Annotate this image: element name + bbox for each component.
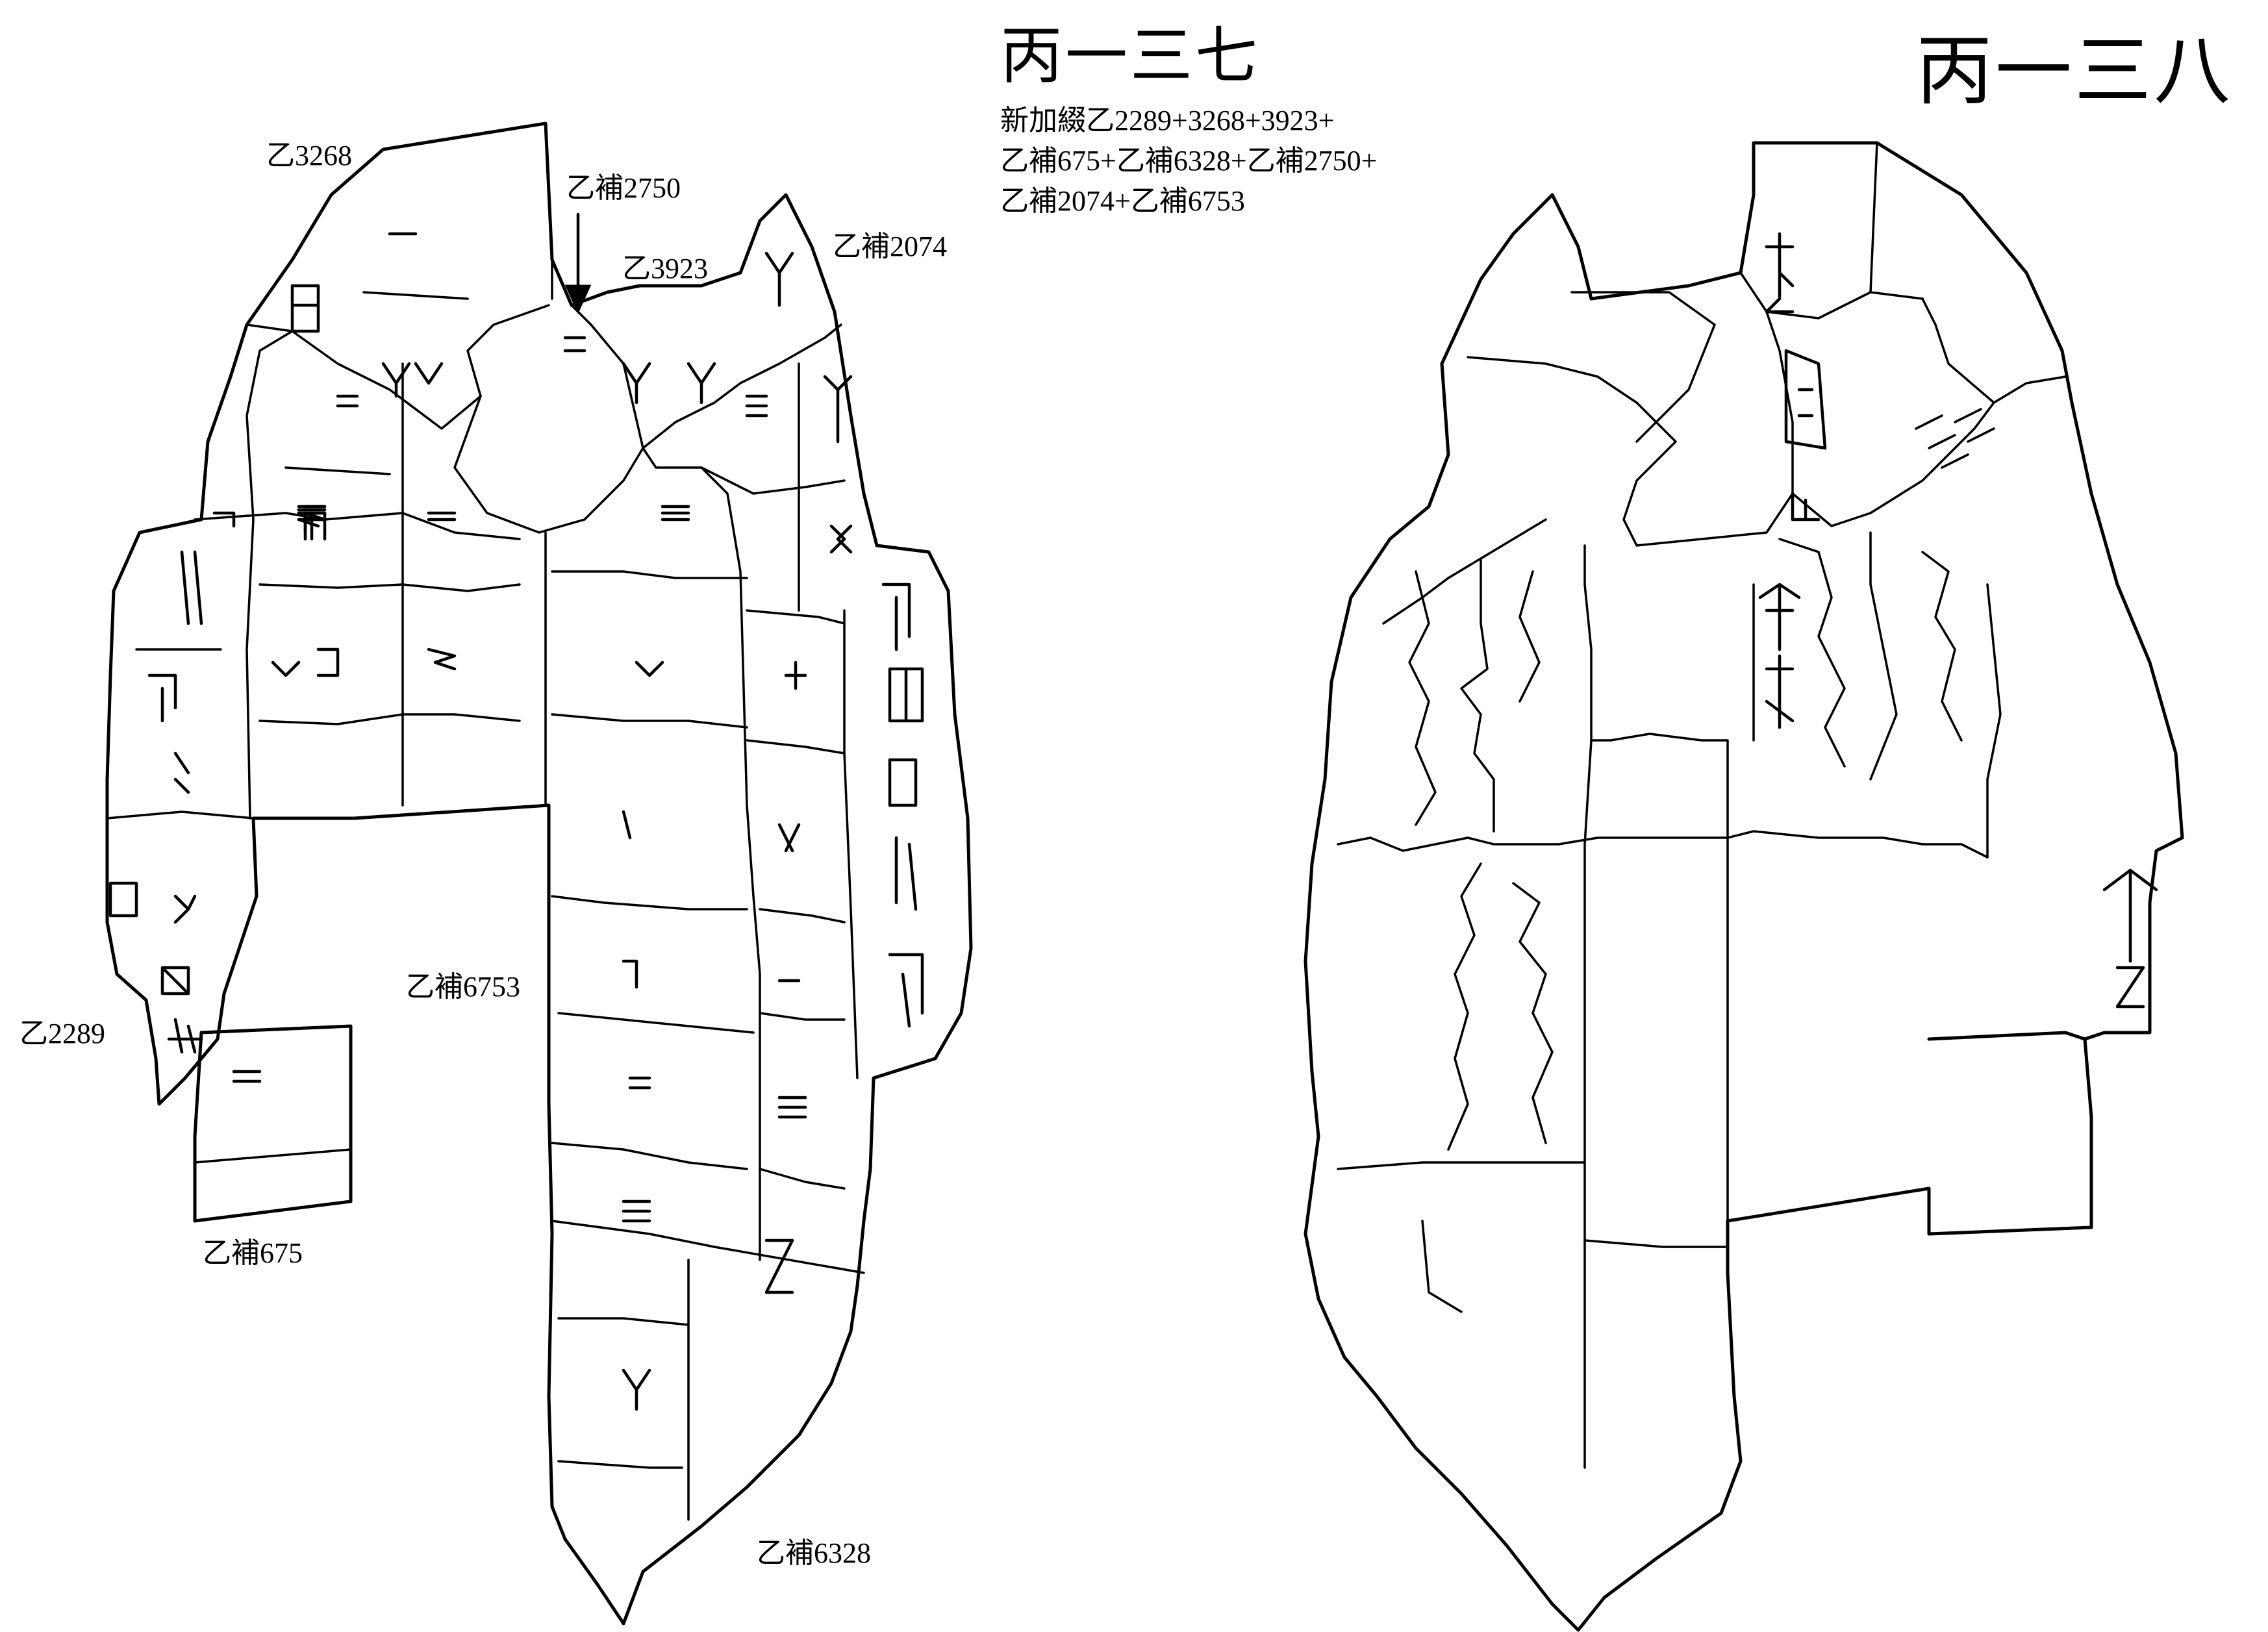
fragment-label-yb6328: 乙補6328 [757, 1537, 871, 1569]
fragment-label-y2289: 乙2289 [19, 1018, 105, 1049]
fragment-label-y3268: 乙3268 [266, 140, 352, 171]
down-arrow-icon [564, 212, 592, 314]
join-line-2: 乙補675+乙補6328+乙補2750+ [1000, 145, 1378, 177]
fragment-right-lower-rect [1927, 1031, 2087, 1041]
fragment-yb675 [193, 1024, 353, 1223]
oracle-glyph-marks-left [108, 232, 924, 1411]
left-plate-number: 丙一三七 [1000, 19, 1260, 92]
fragment-label-y3923: 乙3923 [622, 253, 708, 284]
fragment-label-yb2750: 乙補2750 [566, 172, 681, 204]
left-plastron-outline [105, 121, 973, 1626]
fragment-label-yb2074: 乙補2074 [833, 231, 947, 262]
fragment-label-yb675: 乙補675 [203, 1237, 303, 1269]
join-line-3: 乙補2074+乙補6753 [1000, 185, 1245, 217]
oracle-glyph-marks-right [1758, 232, 2158, 1009]
right-plate-number: 丙一三八 [1916, 26, 2234, 116]
join-line-1: 新加綴乙2289+3268+3923+ [1000, 105, 1335, 136]
fragment-label-yb6753: 乙補6753 [406, 971, 520, 1003]
right-plastron-outline [1304, 141, 2184, 1632]
